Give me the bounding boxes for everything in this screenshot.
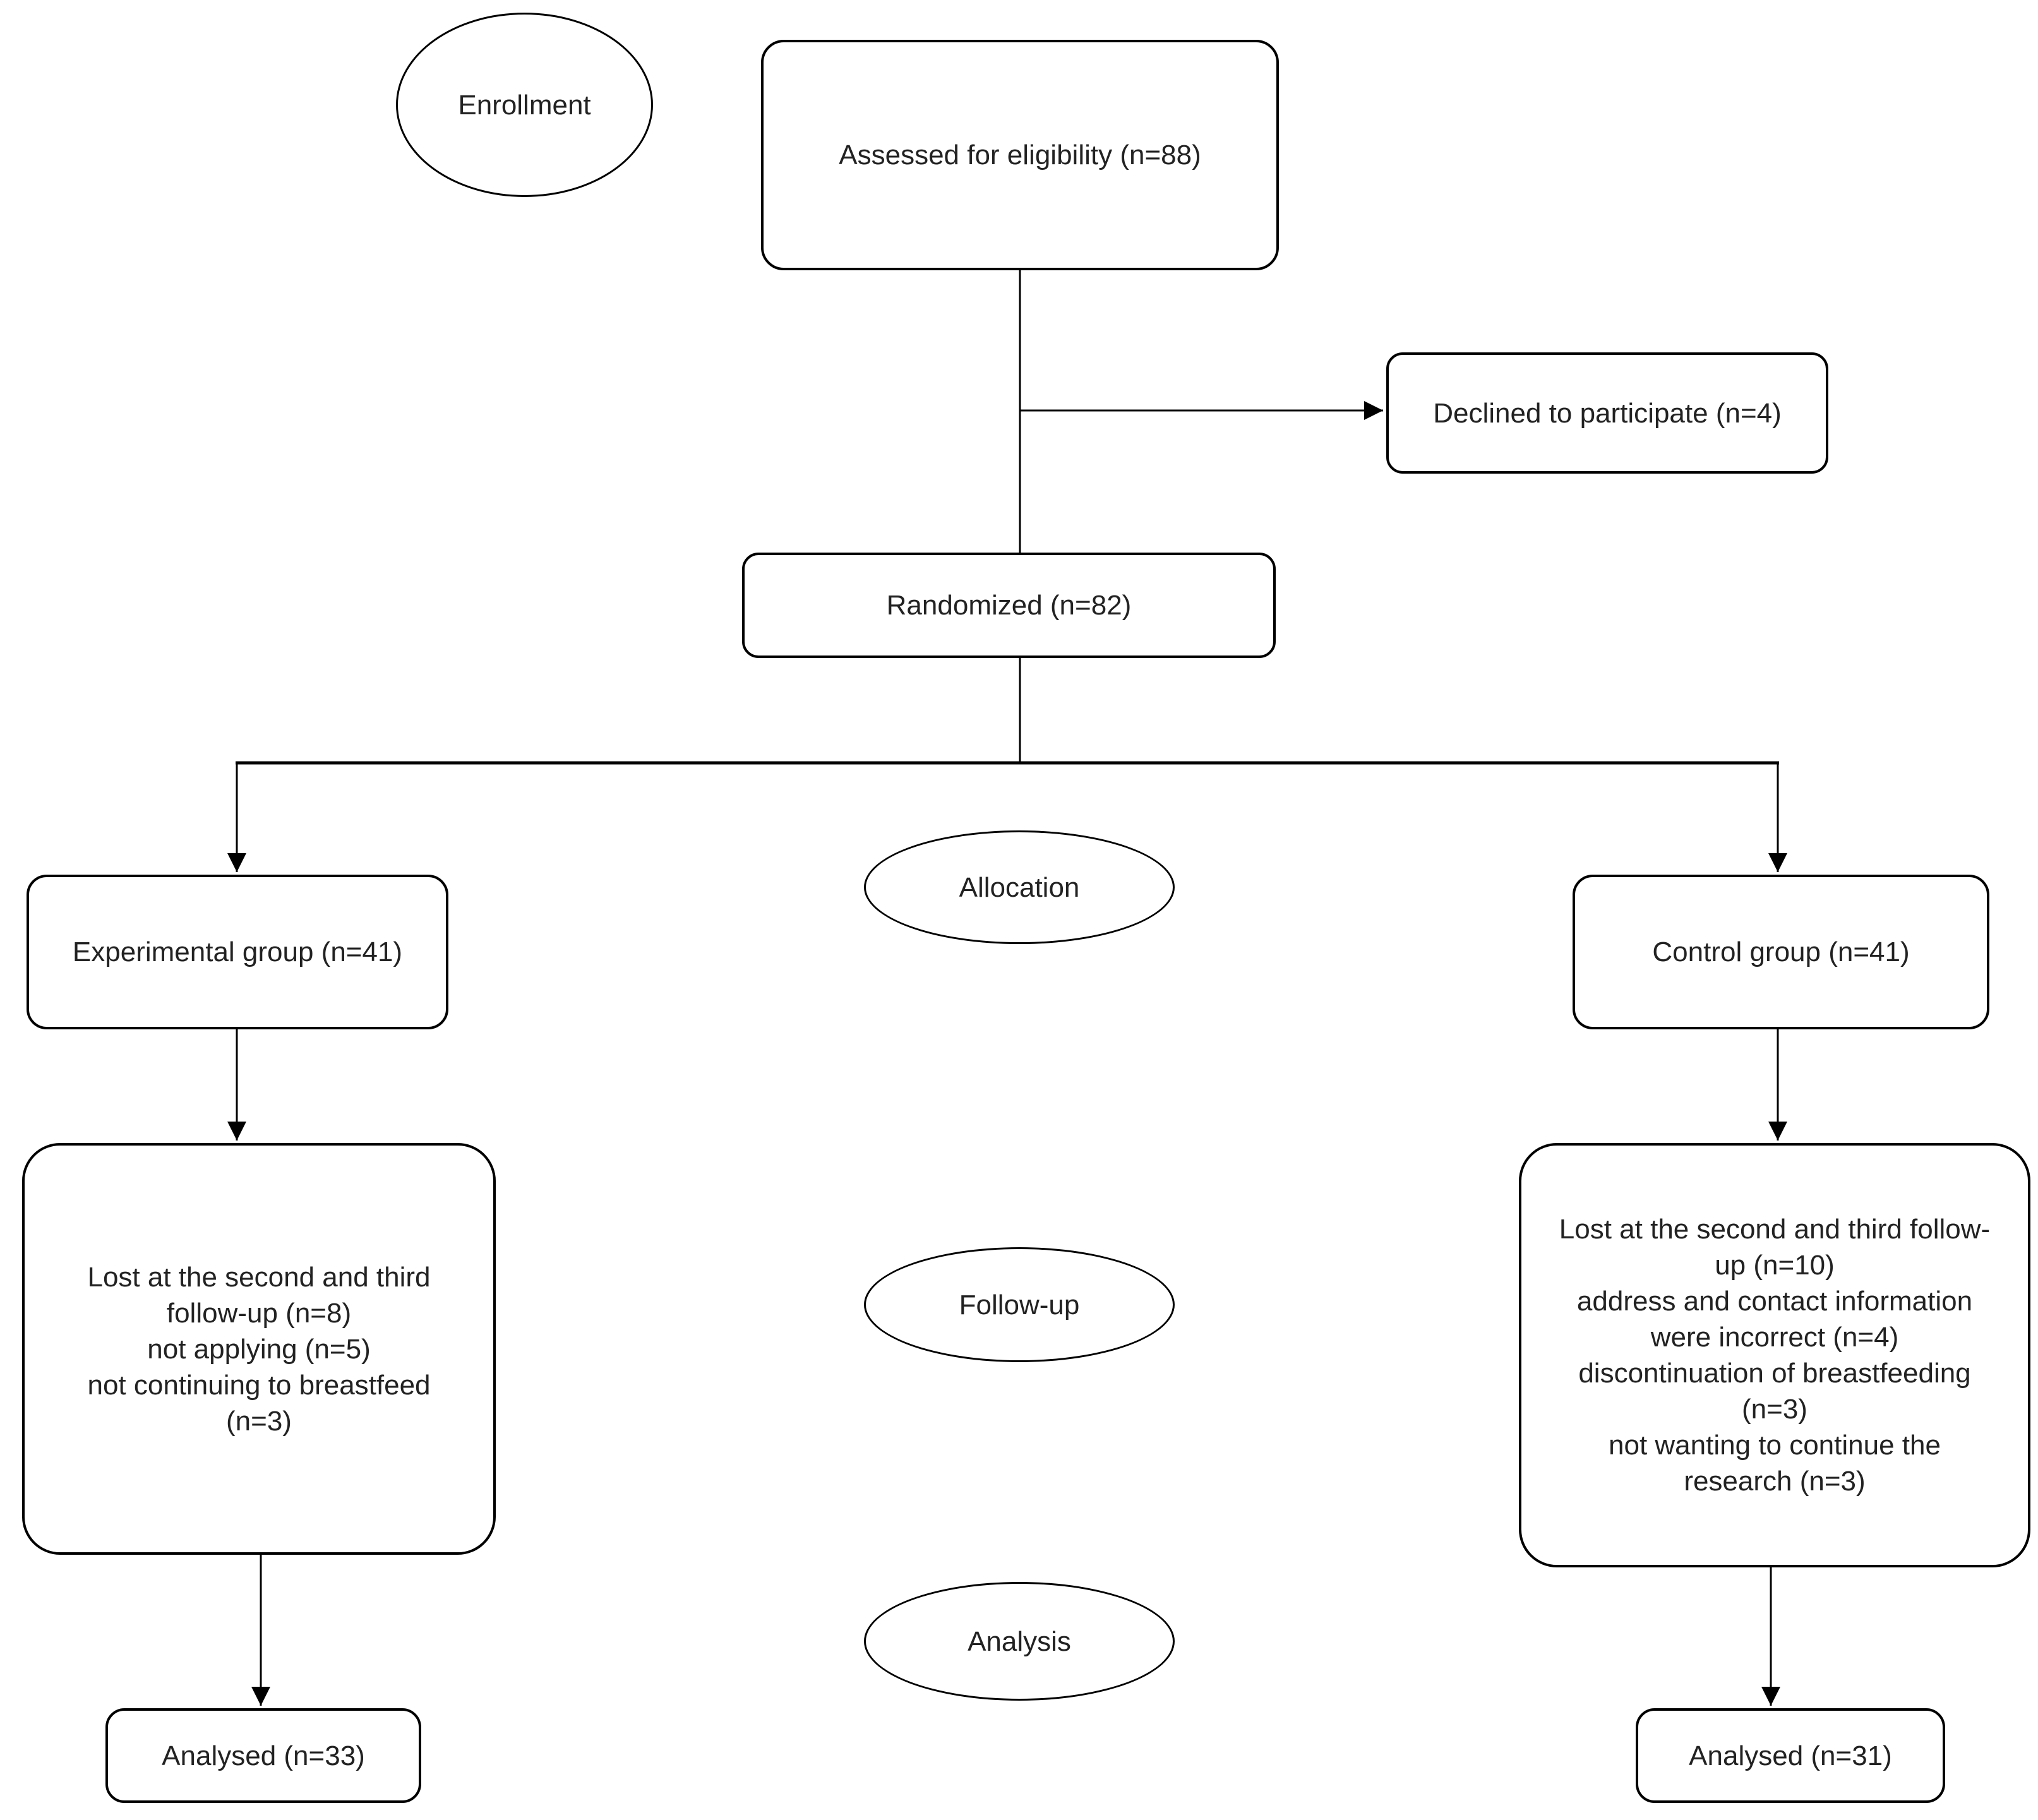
node-analysed-left-label: Analysed (n=33) (162, 1740, 365, 1771)
node-analysed-experimental: Analysed (n=33) (105, 1708, 421, 1803)
node-experimental-group: Experimental group (n=41) (27, 875, 448, 1029)
node-control-group: Control group (n=41) (1573, 875, 1989, 1029)
node-analysed-right-label: Analysed (n=31) (1689, 1740, 1892, 1771)
node-followup-losses-experimental: Lost at the second and third follow-up (… (22, 1143, 496, 1555)
node-declined-to-participate: Declined to participate (n=4) (1386, 352, 1828, 474)
node-randomized-label: Randomized (n=82) (886, 590, 1132, 621)
node-assessed-label: Assessed for eligibility (n=88) (839, 140, 1201, 171)
stage-ellipse-enrollment: Enrollment (396, 13, 653, 197)
stage-ellipse-followup: Follow-up (864, 1247, 1175, 1362)
node-followup-losses-control: Lost at the second and third follow- up … (1519, 1143, 2030, 1567)
stage-label-analysis: Analysis (968, 1625, 1071, 1657)
stage-label-followup: Follow-up (959, 1289, 1080, 1320)
node-experimental-label: Experimental group (n=41) (72, 937, 403, 967)
node-followup-left-text: Lost at the second and third follow-up (… (87, 1261, 431, 1437)
node-followup-right-text: Lost at the second and third follow- up … (1559, 1214, 1991, 1497)
node-randomized: Randomized (n=82) (742, 553, 1276, 658)
node-control-label: Control group (n=41) (1652, 937, 1910, 967)
node-analysed-control: Analysed (n=31) (1636, 1708, 1945, 1803)
stage-ellipse-analysis: Analysis (864, 1582, 1175, 1701)
stage-label-enrollment: Enrollment (458, 89, 591, 121)
node-declined-label: Declined to participate (n=4) (1433, 397, 1782, 429)
stage-label-allocation: Allocation (959, 871, 1080, 903)
node-assessed-for-eligibility: Assessed for eligibility (n=88) (761, 40, 1279, 270)
stage-ellipse-allocation: Allocation (864, 830, 1175, 944)
